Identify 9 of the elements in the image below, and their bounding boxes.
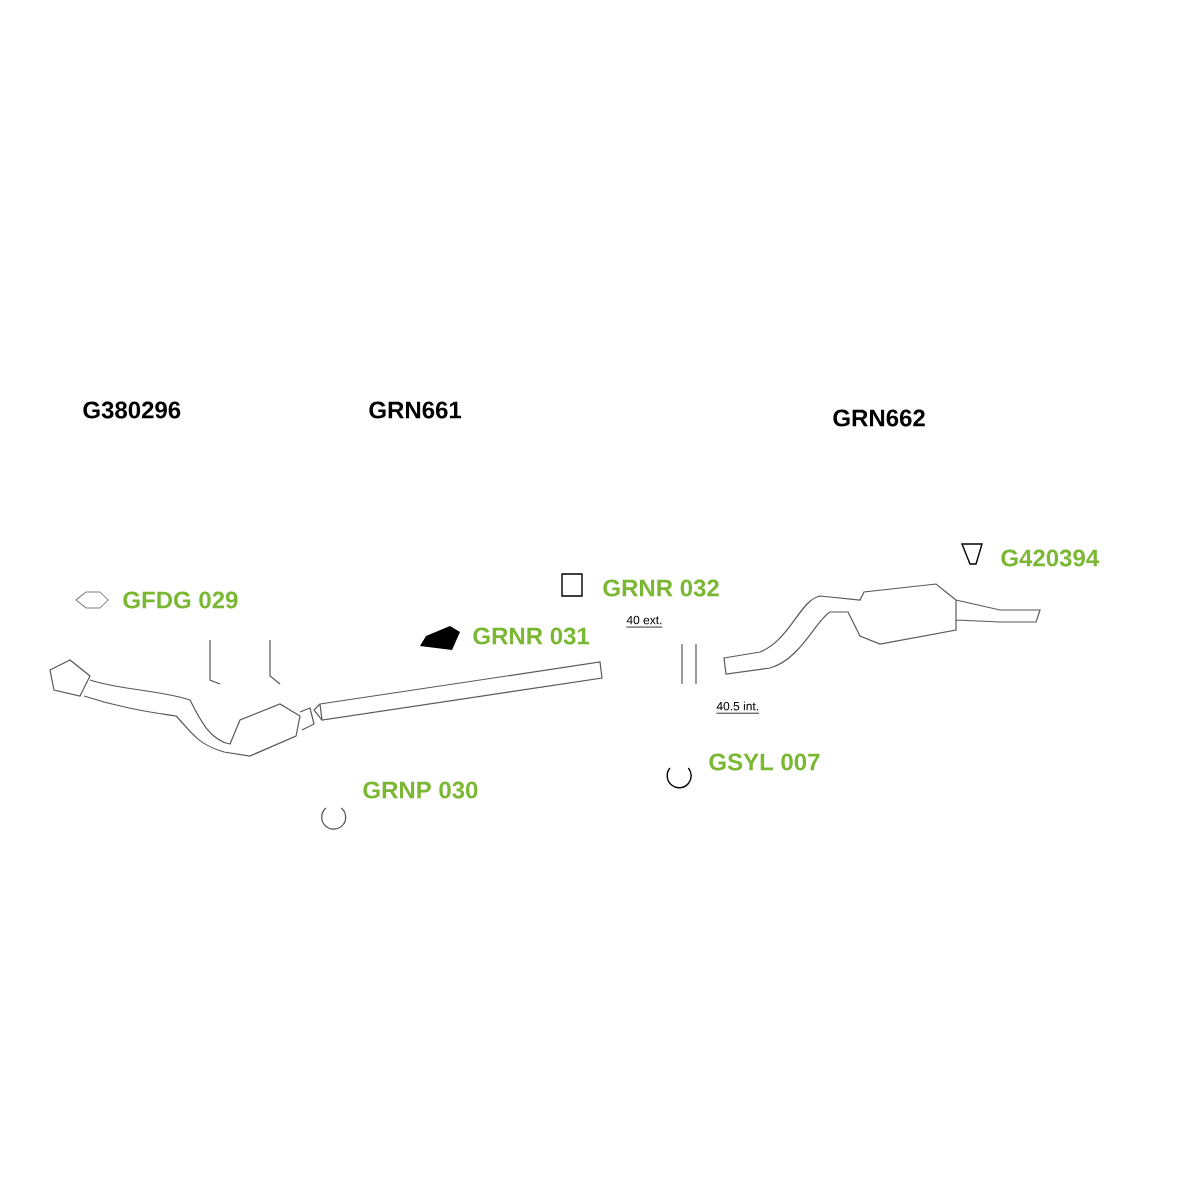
part-number: GRNR 032 xyxy=(603,579,719,597)
part-number: GRNP 030 xyxy=(363,781,478,799)
reference-number: GRN661 xyxy=(369,401,462,419)
part-number: GSYL 007 xyxy=(709,753,820,771)
part-number: GFDG 029 xyxy=(123,591,238,609)
reference-number: G380296 xyxy=(83,401,181,419)
part-number: G420394 xyxy=(1001,549,1099,567)
reference-number: GRN662 xyxy=(833,409,925,427)
part-number: GRNR 031 xyxy=(473,627,590,645)
